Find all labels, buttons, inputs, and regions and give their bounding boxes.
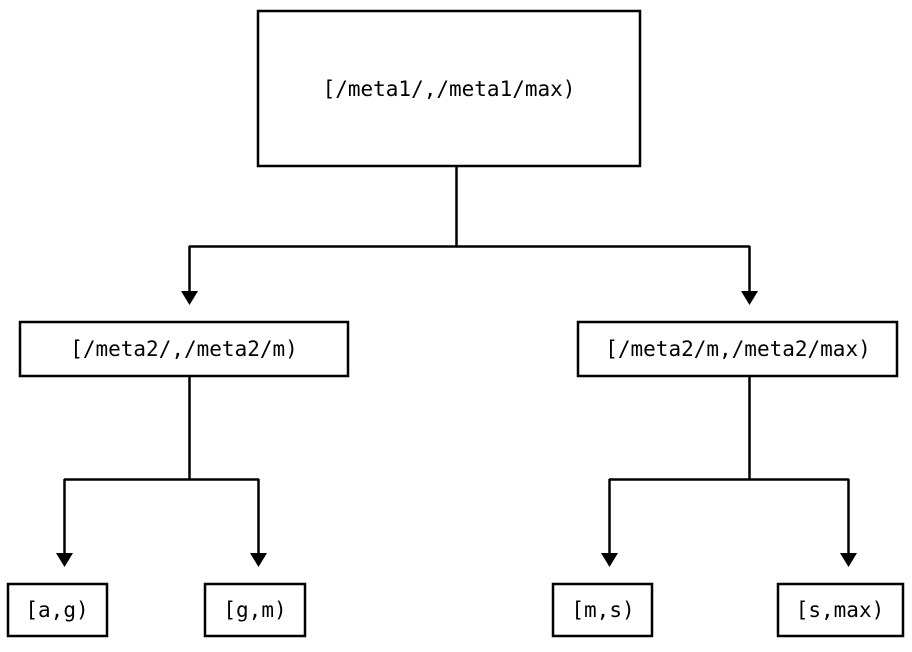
edge-group-root-to-mid — [181, 166, 758, 305]
arrowhead-midleft-to-leaf1 — [56, 553, 73, 567]
node-root[interactable]: [/meta1/,/meta1/max) — [256, 9, 642, 168]
node-mid-left-box[interactable] — [18, 320, 350, 378]
node-mid-right-label: [/meta2/m,/meta2/max) — [605, 337, 871, 361]
edge-group-midright-to-leaves — [601, 376, 857, 567]
arrowhead-midright-to-leaf4 — [840, 553, 857, 567]
node-leaf-2-box[interactable] — [203, 582, 307, 638]
node-mid-left[interactable]: [/meta2/,/meta2/m) — [18, 320, 350, 378]
node-leaf-4-box[interactable] — [776, 582, 905, 638]
node-leaf-1-label: [a,g) — [25, 598, 88, 622]
node-leaf-4[interactable]: [s,max) — [776, 582, 905, 638]
node-leaf-3-label: [m,s) — [571, 598, 634, 622]
arrowhead-midleft-to-leaf2 — [250, 553, 267, 567]
node-leaf-4-label: [s,max) — [796, 598, 885, 622]
arrowhead-root-to-mid-right — [741, 291, 758, 305]
arrowhead-midright-to-leaf3 — [601, 553, 618, 567]
node-leaf-3-box[interactable] — [551, 582, 654, 638]
node-mid-left-label: [/meta2/,/meta2/m) — [70, 337, 298, 361]
node-mid-right-box[interactable] — [576, 320, 899, 378]
arrowhead-root-to-mid-left — [181, 291, 198, 305]
node-leaf-1-box[interactable] — [6, 582, 109, 638]
edge-group-midleft-to-leaves — [56, 376, 267, 567]
node-leaf-1[interactable]: [a,g) — [6, 582, 109, 638]
node-leaf-3[interactable]: [m,s) — [551, 582, 654, 638]
node-root-label: [/meta1/,/meta1/max) — [323, 77, 576, 101]
node-mid-right[interactable]: [/meta2/m,/meta2/max) — [576, 320, 899, 378]
node-root-box[interactable] — [256, 9, 642, 168]
node-leaf-2[interactable]: [g,m) — [203, 582, 307, 638]
node-leaf-2-label: [g,m) — [223, 598, 286, 622]
